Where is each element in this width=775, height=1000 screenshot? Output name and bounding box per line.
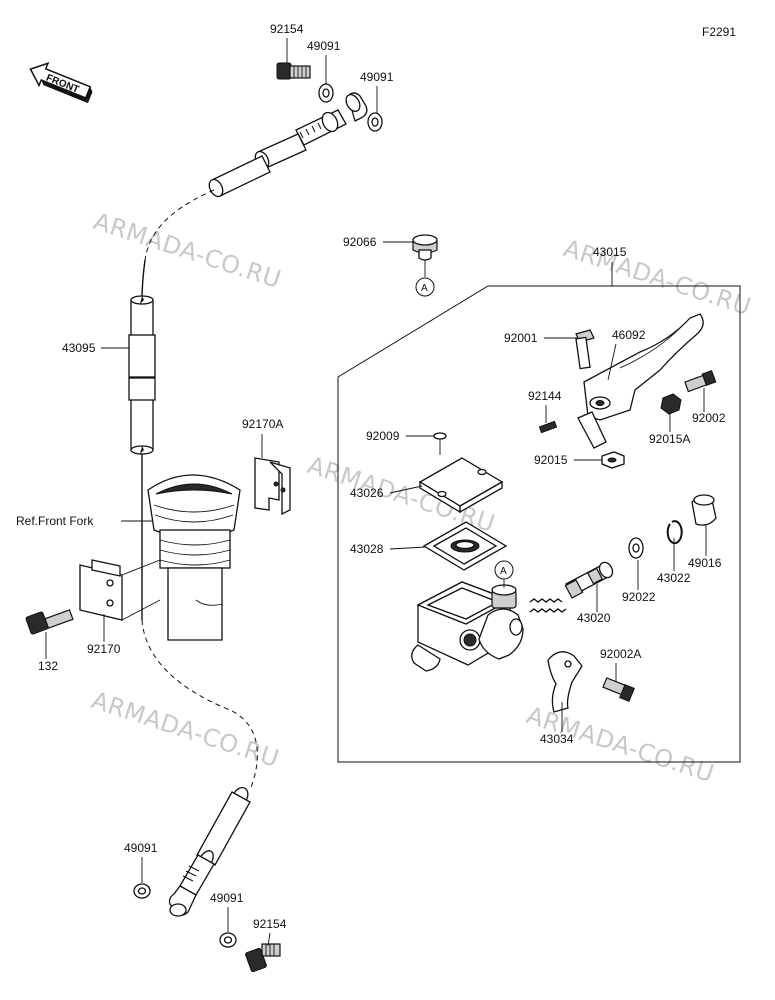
watermark: ARMADA-CO.RU: [88, 686, 282, 773]
watermark: ARMADA-CO.RU: [560, 234, 754, 321]
upper-hose-clamp: [254, 457, 291, 516]
callout-a-top: A: [415, 277, 435, 297]
washer-icon: [322, 88, 330, 98]
ref-front-fork-label: Ref.Front Fork: [16, 514, 94, 528]
label-43034: 43034: [540, 732, 574, 746]
lever-pivot-bolt: [575, 329, 595, 370]
master-cylinder-body: [411, 581, 524, 672]
label-92002A: 92002A: [600, 647, 641, 661]
brake-lever: [577, 313, 704, 449]
part-labels: 92154 49091 49091 43095 92066 43015 9200…: [38, 22, 726, 947]
label-43095: 43095: [62, 341, 96, 355]
label-92009: 92009: [366, 429, 400, 443]
callout-a-body: A: [494, 560, 514, 588]
washer-icon: [223, 936, 233, 944]
lower-banjo-fitting: [168, 787, 251, 917]
washer-icon: [371, 117, 379, 127]
label-49091-top-2: 49091: [360, 70, 394, 84]
brake-hose: [128, 92, 368, 917]
hose-line: [141, 619, 258, 791]
label-92170: 92170: [87, 642, 121, 656]
label-92144: 92144: [528, 389, 562, 403]
label-92001: 92001: [504, 331, 538, 345]
label-92022: 92022: [622, 590, 656, 604]
piston-kit: [529, 561, 614, 613]
label-43015: 43015: [593, 245, 627, 259]
washer-icon: [628, 537, 644, 559]
label-92154-bottom: 92154: [253, 917, 287, 931]
lever-adjust-bolt: [684, 370, 717, 393]
callout-a-label: A: [500, 566, 507, 577]
callout-a-label: A: [421, 283, 428, 294]
lower-hose-clamp: [79, 559, 161, 621]
label-92015: 92015: [534, 453, 568, 467]
cylinder-holder: [547, 651, 583, 713]
label-43022: 43022: [657, 571, 691, 585]
label-92015A: 92015A: [649, 432, 690, 446]
watermark: ARMADA-CO.RU: [90, 207, 284, 294]
label-92002: 92002: [692, 411, 726, 425]
clamp-bolt: [25, 609, 74, 635]
holder-bolt: [602, 677, 635, 703]
label-43020: 43020: [577, 611, 611, 625]
cap-screw: [433, 432, 447, 455]
diagram-code: F2291: [702, 25, 736, 39]
hose-line: [141, 259, 146, 301]
hose-sleeve: [128, 295, 156, 455]
label-43026: 43026: [350, 486, 384, 500]
label-49091-bottom-2: 49091: [210, 891, 244, 905]
label-49091-top-1: 49091: [307, 39, 341, 53]
label-92066: 92066: [343, 235, 377, 249]
label-49091-bottom-1: 49091: [124, 841, 158, 855]
label-49016: 49016: [688, 556, 722, 570]
master-cylinder-box: [337, 285, 741, 763]
spring-pin: [538, 420, 558, 434]
label-92170A: 92170A: [242, 417, 283, 431]
bleeder-cap: [412, 234, 438, 261]
lever-pivot-nut: [601, 451, 625, 469]
reservoir-cap: [418, 457, 504, 514]
bottom-banjo-bolt: [245, 943, 281, 973]
label-43028: 43028: [350, 542, 384, 556]
upper-banjo-fitting: [208, 92, 368, 198]
hose-line: [144, 189, 215, 261]
front-arrow-icon: FRONT: [29, 62, 93, 104]
label-92154-top: 92154: [270, 22, 304, 36]
washer-icon: [137, 887, 147, 895]
front-fork: [147, 474, 241, 641]
dust-boot: [691, 494, 717, 526]
diaphragm: [422, 521, 508, 571]
lever-adjust-nut: [660, 393, 682, 415]
snap-ring-icon: [666, 520, 683, 545]
label-46092: 46092: [612, 328, 646, 342]
label-132: 132: [38, 659, 58, 673]
top-banjo-bolt: [276, 62, 311, 80]
